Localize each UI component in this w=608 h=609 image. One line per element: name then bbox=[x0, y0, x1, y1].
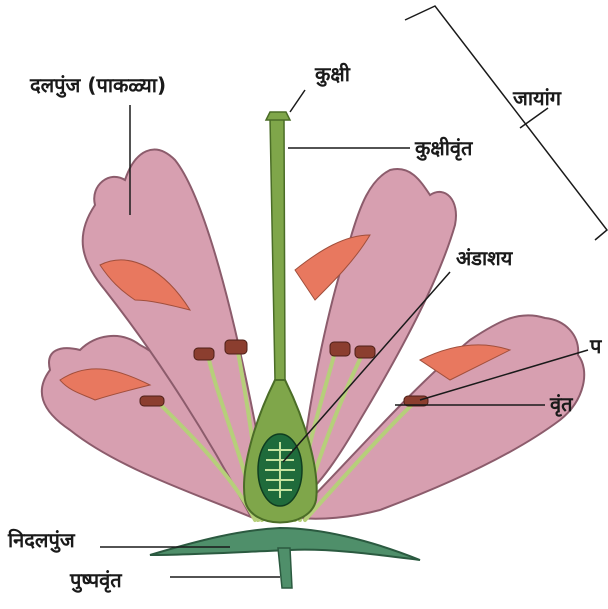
label-stigma: कुक्षी bbox=[315, 64, 350, 84]
label-filament: वृंत bbox=[550, 394, 573, 414]
label-anther: प bbox=[590, 336, 601, 356]
pistil-style bbox=[270, 118, 285, 380]
label-style: कुक्षीवृंत bbox=[415, 138, 472, 158]
label-petals: दलपुंज (पाकळ्या) bbox=[30, 75, 166, 95]
label-sepals: निदलपुंज bbox=[8, 530, 75, 550]
pedicel bbox=[278, 548, 292, 588]
label-ovary: अंडाशय bbox=[456, 248, 512, 268]
ovules bbox=[265, 442, 295, 498]
pistil-stigma bbox=[266, 112, 290, 120]
label-pedicel: पुष्पवृंत bbox=[70, 570, 122, 590]
leader-stigma bbox=[290, 90, 305, 112]
label-gynoecium: जायांग bbox=[513, 88, 561, 108]
